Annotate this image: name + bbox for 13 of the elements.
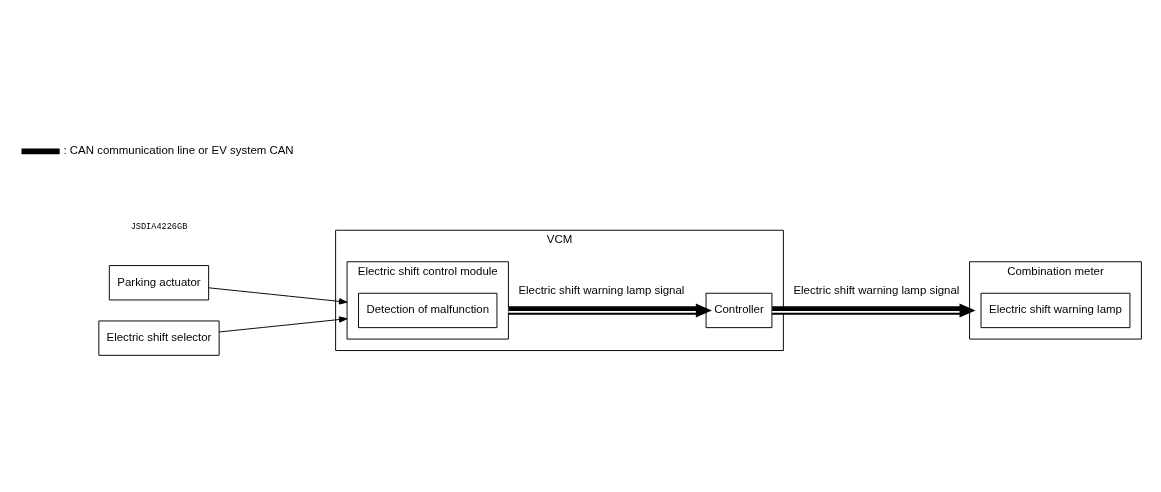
node-box: Electric shift warning lamp: [980, 292, 1131, 329]
arrow: [208, 287, 348, 305]
label: JSDIA4226GB: [130, 222, 188, 233]
node-box: Parking actuator: [108, 265, 210, 301]
node-box: Detection of malfunction: [358, 292, 498, 329]
node-box: Controller: [705, 292, 773, 329]
node-box: Electric shift selector: [98, 320, 220, 356]
arrow: [508, 303, 712, 318]
arrow: [772, 303, 976, 318]
legend-label: : CAN communication line or EV system CAN: [63, 144, 294, 157]
edge-label: Electric shift warning lamp signal: [518, 284, 685, 297]
edge-label: Electric shift warning lamp signal: [793, 284, 960, 297]
arrow: [218, 316, 348, 333]
